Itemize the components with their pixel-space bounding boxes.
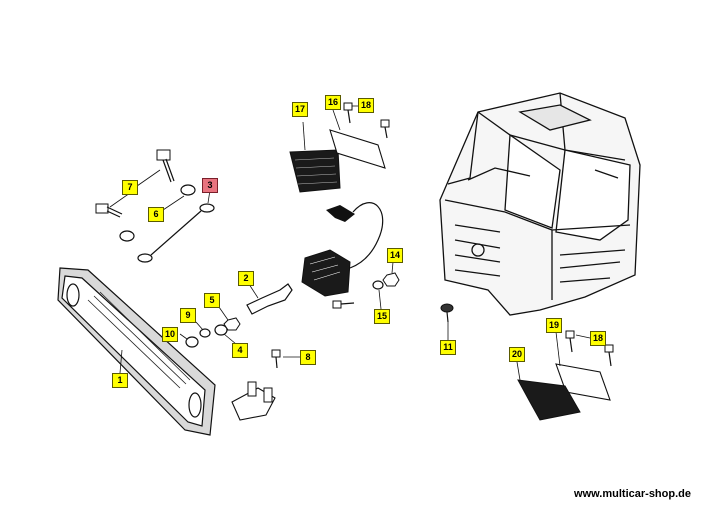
bracket (231, 381, 276, 421)
part-9-washer (195, 321, 211, 338)
part-5-nut (218, 306, 241, 331)
part-1-grille (57, 267, 216, 436)
callout-20: 20 (509, 347, 525, 362)
callout-4: 4 (232, 343, 248, 358)
lock-mechanism (301, 202, 384, 297)
callout-19: 19 (546, 318, 562, 333)
callout-8: 8 (300, 350, 316, 365)
part-17-pad (289, 121, 341, 193)
callout-18-top: 18 (358, 98, 374, 113)
callout-16: 16 (325, 95, 341, 110)
website-footer: www.multicar-shop.de (574, 488, 691, 500)
part-14-nut (382, 261, 400, 287)
callout-3: 3 (202, 178, 218, 193)
part-11-rivet (440, 303, 454, 340)
part-4-washer (214, 324, 237, 345)
callout-5: 5 (204, 293, 220, 308)
part-10-washer (179, 333, 199, 348)
part-7-bolt (95, 149, 175, 218)
callout-18-bottom: 18 (590, 331, 606, 346)
part-18-screws-bottom (565, 330, 614, 367)
part-3-cable (137, 189, 215, 263)
part-16-plate (329, 109, 386, 169)
callout-11: 11 (440, 340, 456, 355)
callout-10: 10 (162, 327, 178, 342)
callout-9: 9 (180, 308, 196, 323)
screw-near-lock (332, 300, 355, 309)
part-6-washer (119, 184, 196, 242)
callout-7: 7 (122, 180, 138, 195)
part-20-pad (516, 361, 581, 421)
callout-2: 2 (238, 271, 254, 286)
cabin-frame (439, 92, 641, 316)
callout-15: 15 (374, 309, 390, 324)
part-19-plate (555, 331, 611, 401)
part-18-screws-top (343, 102, 390, 139)
part-15-washer (372, 280, 384, 310)
callout-1: 1 (112, 373, 128, 388)
callout-17: 17 (292, 102, 308, 117)
part-8-screw (271, 349, 300, 369)
callout-6: 6 (148, 207, 164, 222)
callout-14: 14 (387, 248, 403, 263)
